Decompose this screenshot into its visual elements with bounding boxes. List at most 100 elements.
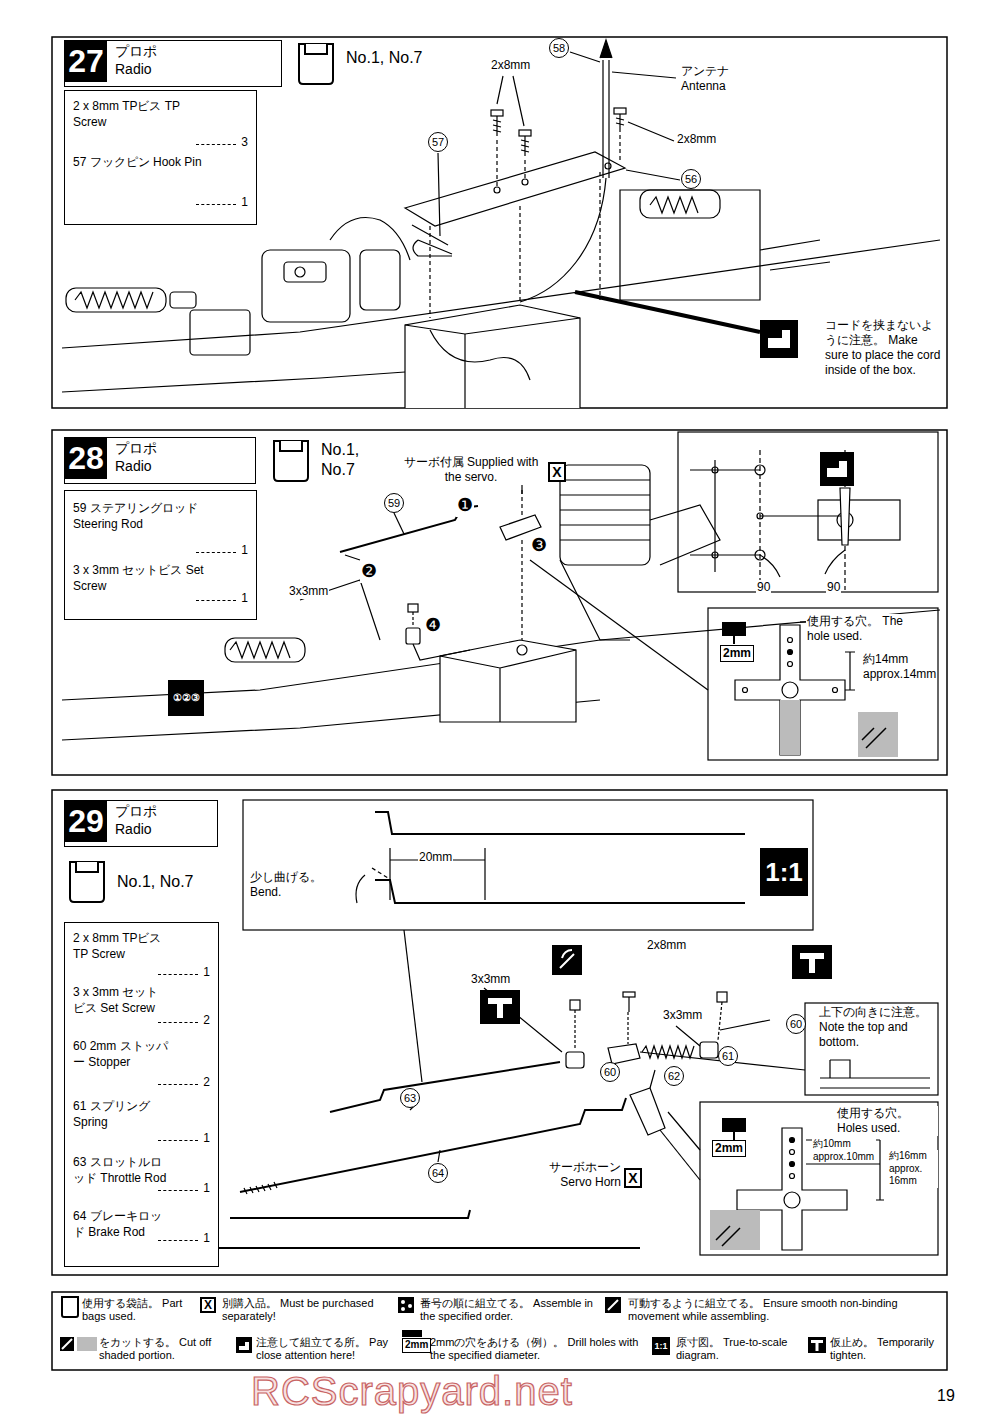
drawing-stroke — [733, 636, 735, 644]
parts-list-box: 2 x 8mm TPビス TP Screw13 x 3mm セットビス Set … — [64, 922, 219, 1267]
drawing-stroke — [642, 1046, 694, 1058]
drawing-stroke — [519, 130, 531, 136]
label: ❸ — [530, 534, 548, 557]
legend-text: 使用する袋詰。 Part bags used. — [82, 1297, 194, 1323]
dashed-leader — [196, 144, 236, 145]
drawing-stroke — [52, 37, 947, 1370]
drawing-stroke — [808, 1337, 826, 1353]
drawing-stroke — [62, 1297, 78, 1317]
step-header: 27プロポ Radio — [64, 40, 282, 87]
drawing-stroke — [305, 44, 327, 54]
drawing-stroke — [570, 1000, 580, 1010]
drawing-stroke — [398, 1297, 414, 1313]
drawing-stroke — [402, 1330, 422, 1337]
drawing-stroke — [408, 604, 418, 612]
label: No.1, No.7 — [345, 48, 423, 68]
label: 3x3mm — [662, 1008, 703, 1023]
drawing-stroke — [605, 1297, 621, 1313]
step-number: 27 — [65, 41, 107, 82]
drawing-stroke — [790, 1174, 795, 1179]
drawing-stroke — [76, 862, 98, 872]
drawing-stroke — [330, 218, 410, 261]
label: ❶ — [456, 494, 474, 517]
drawing-stroke — [521, 136, 529, 156]
drawing-stroke — [700, 1102, 938, 1255]
callout-number: 60 — [786, 1014, 806, 1034]
drawing-stroke — [412, 225, 448, 245]
drawing-stroke — [690, 470, 760, 555]
label: 19 — [936, 1386, 956, 1406]
drawing-stroke — [845, 652, 855, 690]
legend-text: 別購入品。 Must be purchased separately! — [222, 1297, 394, 1323]
drawing-stroke — [521, 540, 522, 640]
step-number: 29 — [65, 801, 107, 842]
label: No.1, No.7 — [320, 440, 382, 480]
drawing-stroke — [650, 197, 698, 213]
drawing-stroke — [716, 1226, 740, 1246]
drawing-stroke — [280, 441, 302, 451]
part-name: 61 スプリング Spring — [73, 1099, 170, 1130]
part-name: 57 フックピン Hook Pin — [73, 155, 208, 171]
symbol-label: 1:1 — [760, 848, 808, 896]
drawing-stroke — [244, 1182, 277, 1194]
part-name: 2 x 8mm TPビス TP Screw — [73, 99, 208, 130]
part-quantity: 1 — [203, 1231, 210, 1247]
drawing-stroke — [708, 608, 938, 760]
label: 少し曲げる。 Bend. — [249, 870, 346, 900]
drawing-stroke — [520, 178, 606, 302]
drawing-stroke — [811, 1340, 823, 1351]
drawing-stroke — [62, 1339, 72, 1349]
drawing-stroke — [608, 1300, 618, 1310]
dashed-leader — [158, 1240, 198, 1241]
drawing-stroke — [494, 187, 500, 193]
drawing-stroke — [394, 513, 404, 534]
legend-text: をカットする。 Cut off shaded portion. — [99, 1336, 231, 1362]
drawing-stroke — [62, 44, 333, 1317]
drawing-stroke — [820, 1060, 930, 1088]
drawing-stroke — [408, 1304, 412, 1308]
drawing-stroke — [575, 292, 760, 332]
drawing-stroke — [480, 990, 520, 1024]
drawing-stroke — [404, 930, 422, 1082]
drawing-stroke — [410, 988, 700, 1162]
drawing-stroke — [60, 1337, 74, 1351]
part-quantity: 1 — [241, 543, 248, 559]
step-title: プロポ Radio — [115, 440, 173, 475]
drawing-stroke — [718, 1002, 722, 1040]
legend-text: 番号の順に組立てる。 Assemble in the specified ord… — [420, 1297, 600, 1323]
drawing-stroke — [800, 953, 824, 973]
label: 2x8mm — [646, 938, 687, 953]
callout-number: 56 — [681, 169, 701, 189]
step-title: プロポ Radio — [115, 43, 173, 78]
part-quantity: 3 — [241, 135, 248, 151]
drawing-stroke — [630, 1088, 665, 1135]
callout-number: 64 — [428, 1163, 448, 1183]
drill-size-mark: 2mm — [712, 1140, 746, 1157]
label: 3x3mm — [470, 972, 511, 987]
drawing-stroke — [792, 945, 832, 979]
label: 90 — [756, 580, 771, 595]
drawing-stroke — [605, 163, 611, 169]
drawing-stroke — [405, 305, 580, 408]
drawing-stroke — [608, 1044, 640, 1064]
drawing-stroke — [375, 812, 745, 834]
drawing-stroke — [497, 135, 620, 186]
label: No.1, No.7 — [116, 872, 194, 892]
drawing-stroke — [788, 662, 793, 667]
step-header: 29プロポ Radio — [64, 800, 218, 847]
drawing-stroke — [75, 292, 153, 308]
part-name: 60 2mm ストッパー Stopper — [73, 1039, 170, 1070]
callout-number: 62 — [664, 1066, 684, 1086]
drawing-stroke — [833, 688, 838, 693]
legend-text: 注意して組立てる所。 Pay close attention here! — [256, 1336, 396, 1362]
drawing-stroke — [788, 638, 793, 643]
part-quantity: 1 — [203, 965, 210, 981]
drawing-stroke — [788, 650, 793, 655]
dashed-leader — [158, 1190, 198, 1191]
callout-number: 58 — [549, 38, 569, 58]
symbol-label: 1:1 — [652, 1337, 670, 1355]
drawing-stroke — [488, 998, 512, 1018]
label: 90 — [826, 580, 841, 595]
drawing-stroke — [230, 1210, 470, 1218]
drawing-stroke — [858, 712, 898, 757]
